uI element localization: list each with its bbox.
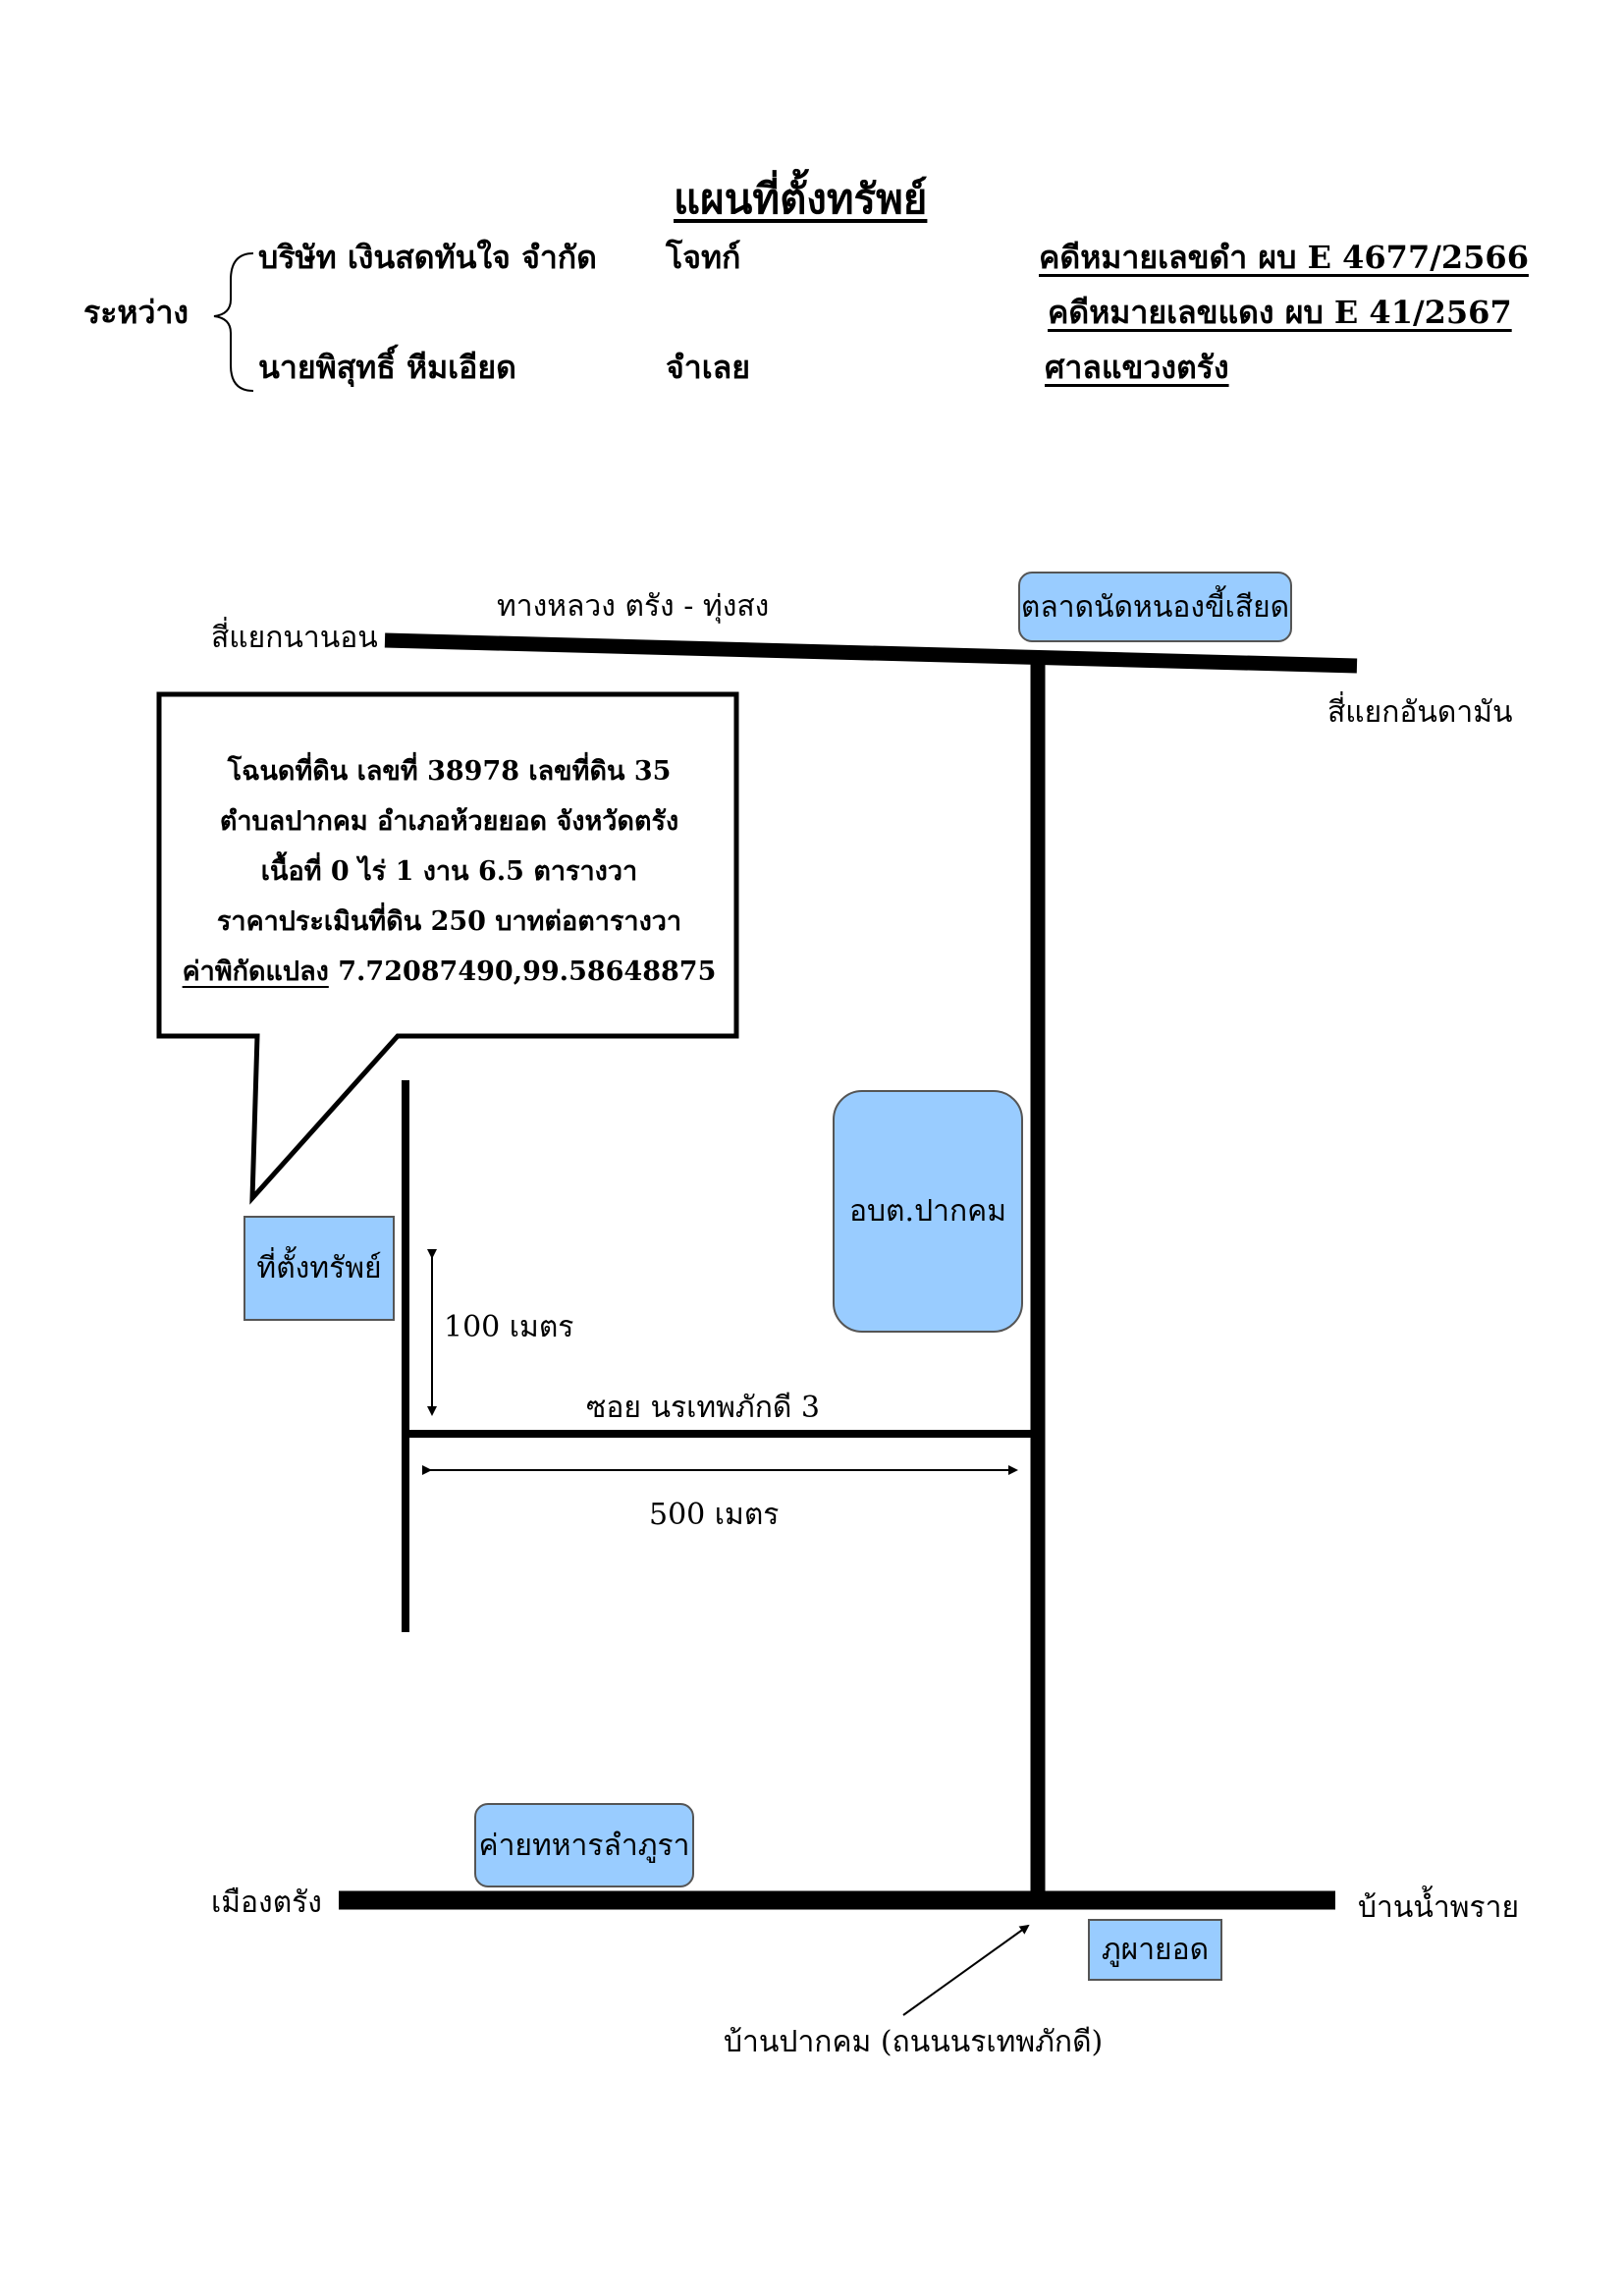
- plaintiff-name: บริษัท เงินสดทันใจ จำกัด: [258, 239, 597, 276]
- origin-pointer-arrow: [902, 1924, 1030, 2016]
- tao-office-box: อบต.ปากคม: [833, 1090, 1023, 1333]
- land-deed-info: โฉนดที่ดิน เลขที่ 38978 เลขที่ดิน 35 ตำบ…: [162, 746, 736, 997]
- highway-label: ทางหลวง ตรัง - ทุ่งสง: [497, 589, 770, 624]
- horizontal-distance-label: 500 เมตร: [649, 1498, 780, 1532]
- plaintiff-role: โจทก์: [666, 239, 741, 276]
- deed-line-2: ตำบลปากคม อำเภอห้วยยอด จังหวัดตรัง: [219, 806, 679, 837]
- highway-road: [384, 632, 1358, 674]
- property-location-box: ที่ตั้งทรัพย์: [243, 1216, 395, 1321]
- between-label: ระหว่าง: [83, 294, 189, 331]
- coordinate-value: 7.72087490,99.58648875: [338, 957, 717, 987]
- defendant-name: นายพิสุทธิ์ หีมเอียด: [258, 349, 516, 386]
- phu-pha-yot-box: ภูผายอด: [1088, 1919, 1222, 1981]
- market-box: ตลาดนัดหนองขี้เสียด: [1018, 572, 1292, 642]
- deed-line-5: ค่าพิกัดแปลง 7.72087490,99.58648875: [162, 947, 736, 997]
- red-case-number: คดีหมายเลขแดง ผบ E 41/2567: [1048, 294, 1512, 331]
- vertical-distance-label: 100 เมตร: [444, 1310, 574, 1344]
- court-name: ศาลแขวงตรัง: [1045, 349, 1229, 386]
- callout-shape: [156, 691, 739, 1205]
- deed-line-3: เนื้อที่ 0 ไร่ 1 งาน 6.5 ตารางวา: [260, 856, 638, 887]
- soi-label: ซอย นรเทพภักดี 3: [586, 1391, 820, 1425]
- bottom-left-label: เมืองตรัง: [211, 1886, 322, 1920]
- page-title: แผนที่ตั้งทรัพย์: [674, 175, 928, 223]
- bottom-right-label: บ้านน้ำพราย: [1358, 1890, 1520, 1925]
- junction-left-label: สี่แยกนานอน: [211, 621, 378, 655]
- black-case-number: คดีหมายเลขดำ ผบ E 4677/2566: [1039, 239, 1529, 276]
- army-camp-box: ค่ายทหารลำภูรา: [474, 1803, 694, 1887]
- road-origin-label: บ้านปากคม (ถนนนรเทพภักดี): [724, 2025, 1104, 2059]
- deed-line-1: โฉนดที่ดิน เลขที่ 38978 เลขที่ดิน 35: [227, 756, 672, 787]
- defendant-role: จำเลย: [666, 349, 751, 386]
- brace: [213, 252, 254, 392]
- junction-right-label: สี่แยกอันดามัน: [1327, 695, 1513, 730]
- coordinate-label: ค่าพิกัดแปลง: [182, 957, 329, 987]
- deed-line-4: ราคาประเมินที่ดิน 250 บาทต่อตารางวา: [216, 906, 682, 937]
